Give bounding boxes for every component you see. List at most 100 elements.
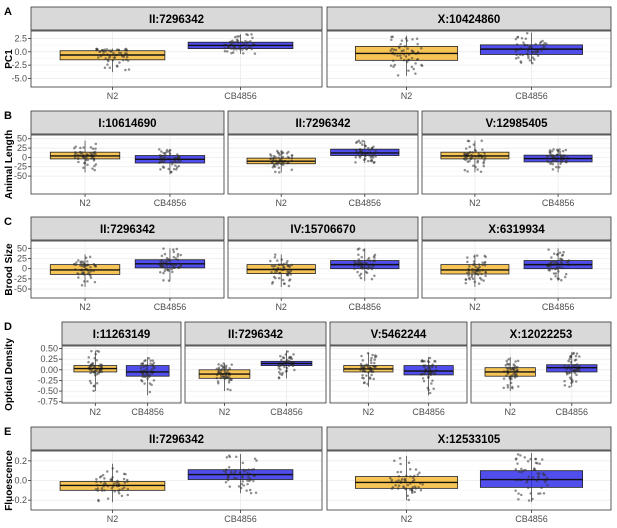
box-n2: N2 xyxy=(484,357,536,417)
data-point xyxy=(175,166,179,169)
data-point xyxy=(74,263,78,267)
x-tick-label: N2 xyxy=(275,198,287,208)
data-point xyxy=(370,373,373,377)
data-point xyxy=(505,359,509,363)
data-point xyxy=(176,254,180,258)
y-tick-label: 25 xyxy=(17,254,27,264)
data-point xyxy=(94,352,97,356)
data-point xyxy=(399,462,402,466)
data-point xyxy=(222,469,226,473)
data-point xyxy=(471,270,474,274)
data-point xyxy=(394,484,397,487)
panel-border xyxy=(30,134,225,195)
data-point xyxy=(112,51,115,55)
data-point xyxy=(557,270,560,273)
y-axis-title: Brood Size xyxy=(4,243,15,296)
data-point xyxy=(572,369,575,372)
data-point xyxy=(170,267,174,271)
data-point xyxy=(470,275,473,279)
data-point xyxy=(151,359,155,362)
data-point xyxy=(467,274,470,277)
data-point xyxy=(103,48,106,51)
data-point xyxy=(140,378,143,382)
data-point xyxy=(222,375,226,378)
data-point xyxy=(86,163,89,167)
data-point xyxy=(103,489,106,492)
data-point xyxy=(126,493,130,497)
data-point xyxy=(253,457,257,461)
data-point xyxy=(92,159,96,162)
data-point xyxy=(390,478,394,482)
data-point xyxy=(73,151,77,154)
data-point xyxy=(177,159,180,163)
data-point xyxy=(84,264,87,267)
data-point xyxy=(77,276,80,279)
data-point xyxy=(276,266,280,270)
data-point xyxy=(277,263,280,266)
data-point xyxy=(370,267,374,271)
data-point xyxy=(409,468,412,471)
data-point xyxy=(477,263,481,266)
data-point xyxy=(560,278,563,282)
data-point xyxy=(158,148,161,151)
data-point xyxy=(237,41,240,44)
data-point xyxy=(80,152,83,156)
data-point xyxy=(410,49,414,52)
data-point xyxy=(162,166,166,169)
data-point xyxy=(396,74,400,77)
data-point xyxy=(224,368,227,371)
data-point xyxy=(93,264,97,267)
data-point xyxy=(464,281,468,285)
data-point xyxy=(86,260,89,263)
data-point xyxy=(416,42,419,46)
data-point xyxy=(578,355,581,358)
data-point xyxy=(368,259,372,263)
data-point xyxy=(574,354,578,358)
data-point xyxy=(410,56,414,60)
data-point xyxy=(368,154,371,157)
data-point xyxy=(399,54,402,57)
x-tick-label: CB4856 xyxy=(349,198,382,208)
data-point xyxy=(240,482,244,486)
data-point xyxy=(245,41,248,45)
y-tick-label: 50 xyxy=(17,134,27,144)
data-point xyxy=(536,472,539,475)
data-point xyxy=(121,58,125,62)
data-point xyxy=(104,57,107,60)
data-point xyxy=(555,165,558,169)
data-point xyxy=(481,263,484,267)
data-point xyxy=(100,363,103,367)
data-point xyxy=(547,160,550,164)
data-point xyxy=(91,147,95,151)
data-point xyxy=(275,270,279,273)
data-point xyxy=(522,41,525,44)
x-tick-label: N2 xyxy=(79,302,91,312)
data-point xyxy=(471,151,475,154)
data-point xyxy=(551,159,555,162)
data-point xyxy=(472,143,476,146)
data-point xyxy=(283,266,286,269)
data-point xyxy=(568,357,571,361)
data-point xyxy=(85,156,88,159)
data-point xyxy=(482,164,486,168)
facet-strip xyxy=(329,321,468,346)
data-point xyxy=(367,371,370,374)
data-point xyxy=(79,146,82,150)
data-point xyxy=(250,33,253,36)
box-cb4856: CB4856 xyxy=(134,148,206,208)
data-point xyxy=(408,488,412,491)
data-point xyxy=(363,144,367,147)
data-point xyxy=(99,480,103,484)
data-point xyxy=(516,462,519,465)
data-point xyxy=(526,52,529,56)
data-point xyxy=(95,480,98,484)
x-tick-label: N2 xyxy=(504,407,516,417)
data-point xyxy=(241,480,245,483)
y-tick-label: -25 xyxy=(14,162,27,172)
data-point xyxy=(400,39,404,42)
box-cb4856: CB4856 xyxy=(523,148,593,208)
data-point xyxy=(239,486,243,490)
data-point xyxy=(474,265,477,269)
